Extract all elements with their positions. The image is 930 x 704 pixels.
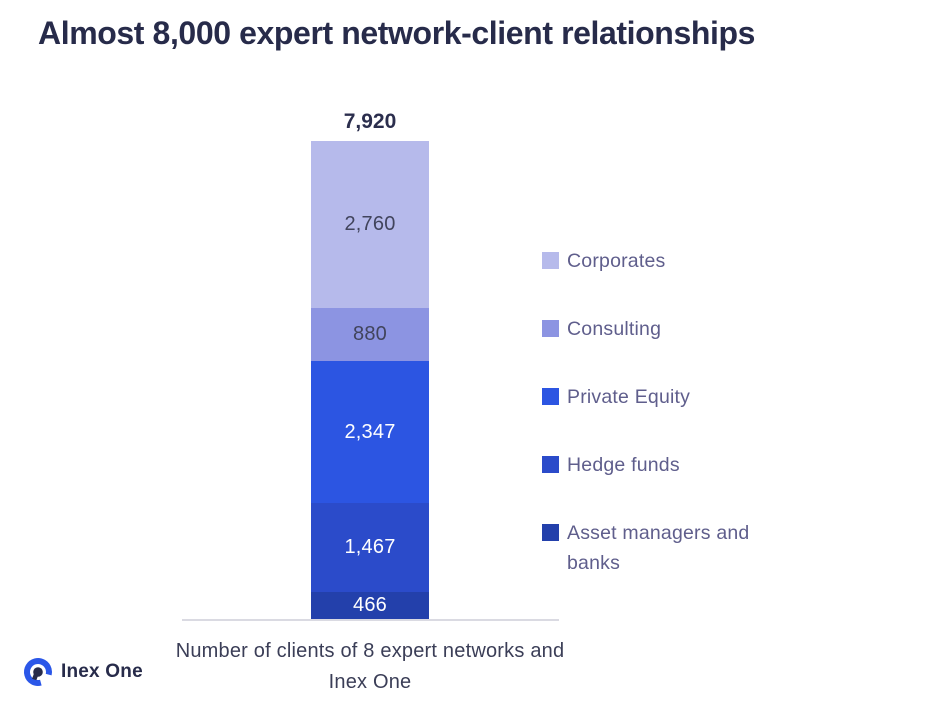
x-axis-label: Number of clients of 8 expert networks a…	[175, 640, 565, 693]
legend-label: Private Equity	[567, 386, 691, 408]
legend-item-consulting: Consulting	[542, 314, 752, 344]
bar-segment-hedge-funds: 1,467	[311, 503, 429, 592]
bar-segment-value: 2,760	[344, 212, 396, 235]
logo-text: Inex One	[61, 661, 143, 682]
bar-segment-consulting: 880	[311, 307, 429, 362]
bar-segment-asset-managers: 466	[311, 591, 429, 620]
legend-swatch-corporates	[542, 252, 559, 269]
chart-title: Almost 8,000 expert network-client relat…	[38, 15, 756, 51]
bar-segment-value: 880	[353, 323, 387, 346]
bar-segment-corporates: 2,760	[311, 141, 429, 308]
legend-item-asset-managers: Asset managers and banks	[542, 518, 752, 578]
bar-segment-value: 2,347	[344, 420, 396, 443]
legend-item-corporates: Corporates	[542, 246, 752, 276]
x-axis-line	[182, 619, 559, 621]
bar-segment-private-equity: 2,347	[311, 361, 429, 504]
bar-segment-value: 1,467	[344, 535, 396, 558]
stacked-bar: 2,760 880 2,347 1,467 466	[311, 141, 429, 620]
legend-label: Consulting	[567, 318, 662, 340]
legend-label: Hedge funds	[567, 454, 680, 476]
legend-label: Asset managers and banks	[567, 522, 750, 574]
bar-total-label: 7,920	[343, 110, 397, 133]
inex-one-logo: Inex One	[22, 656, 143, 688]
legend-swatch-asset-managers	[542, 524, 559, 541]
legend-swatch-consulting	[542, 320, 559, 337]
legend-label: Corporates	[567, 250, 666, 272]
chart-legend: Corporates Consulting Private Equity Hed…	[542, 246, 752, 616]
legend-item-hedge-funds: Hedge funds	[542, 450, 752, 480]
legend-item-private-equity: Private Equity	[542, 382, 752, 412]
inex-one-ring-icon	[24, 658, 52, 686]
bar-segment-value: 466	[353, 594, 387, 617]
legend-swatch-private-equity	[542, 388, 559, 405]
legend-swatch-hedge-funds	[542, 456, 559, 473]
